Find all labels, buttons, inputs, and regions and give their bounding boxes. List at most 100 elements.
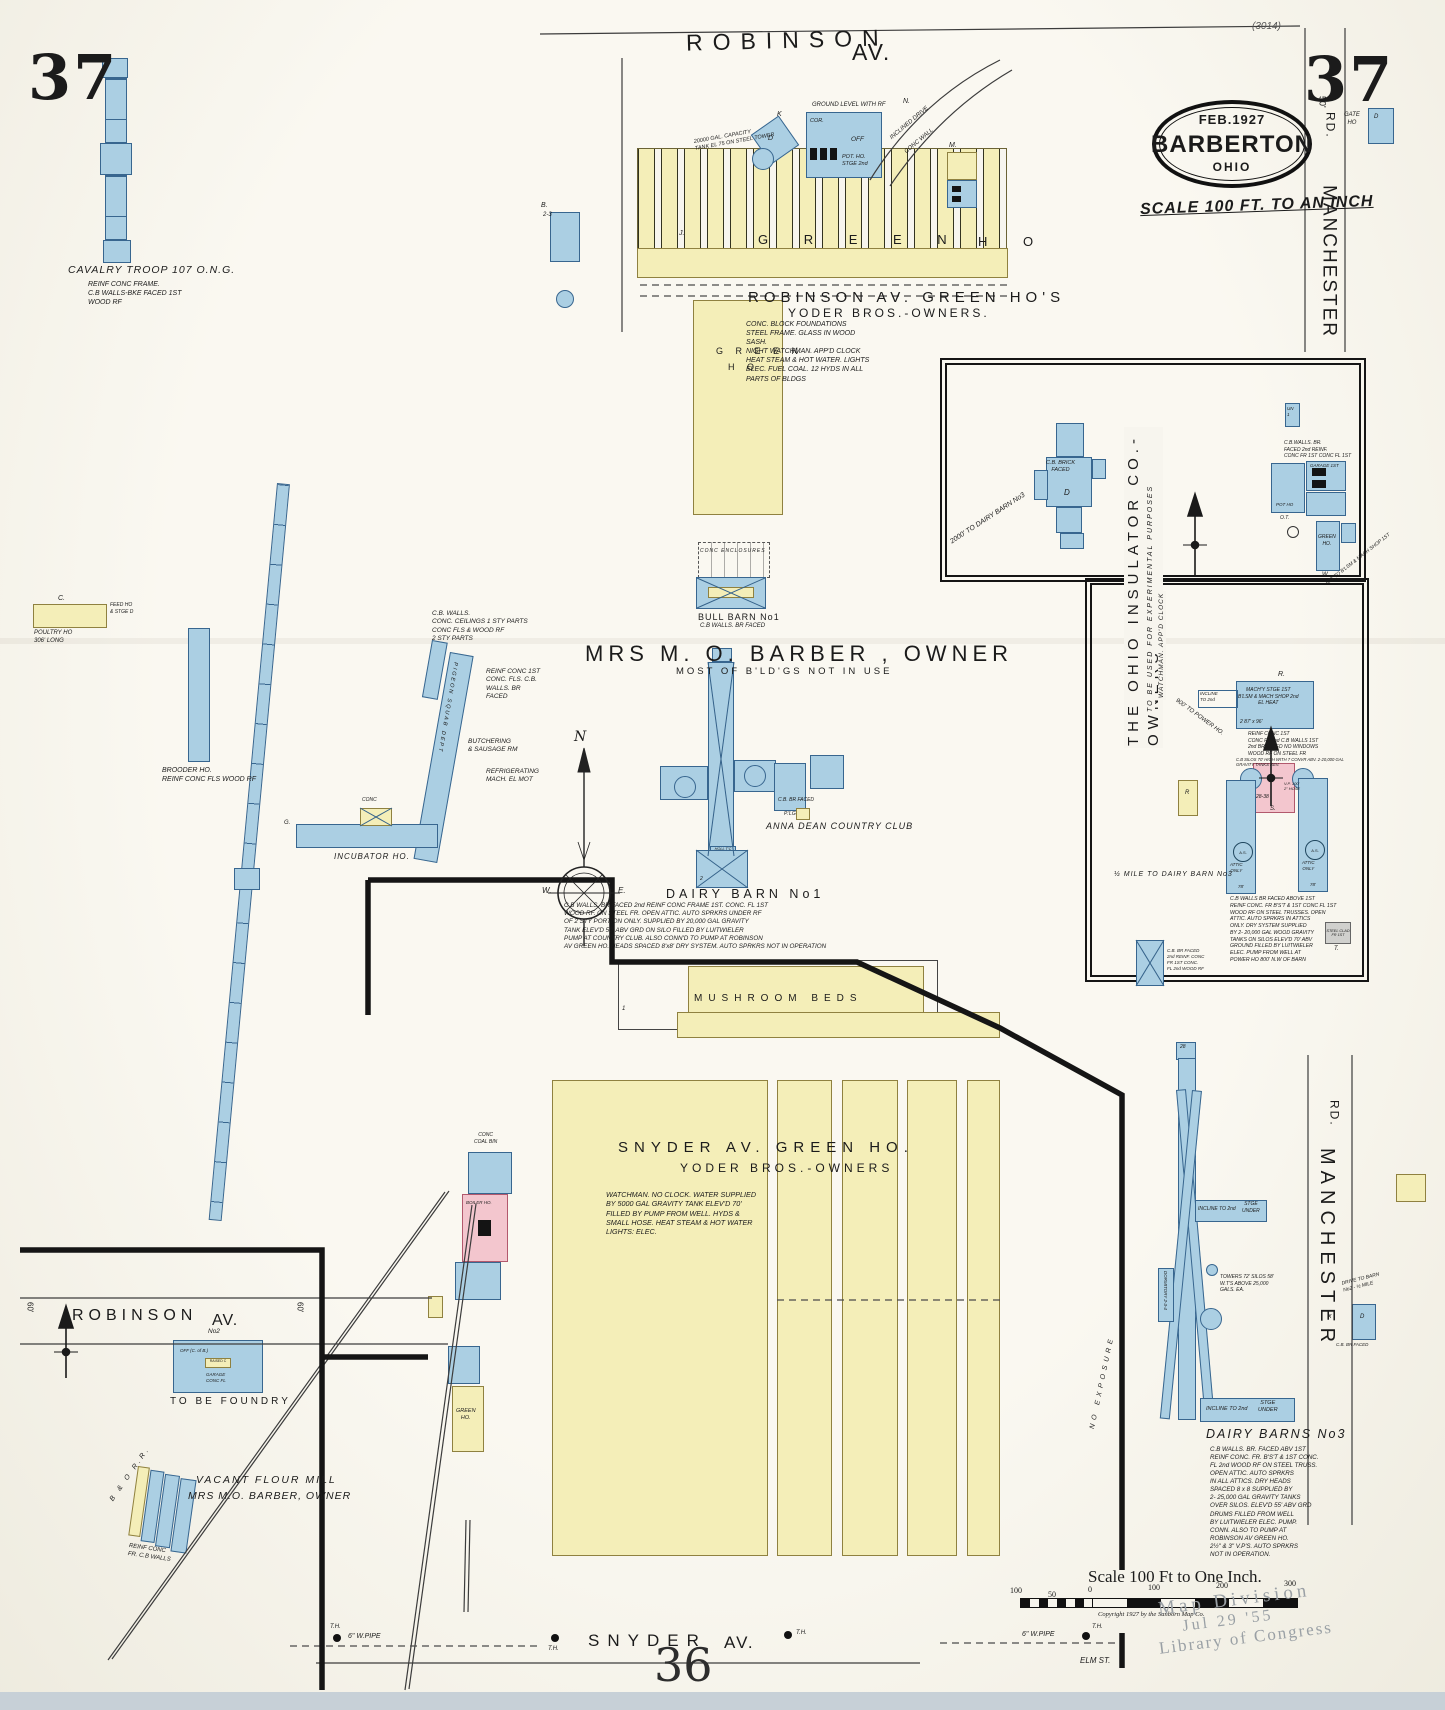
cb-walls-note: C.B. WALLS. CONC. CEILINGS 1 STY PARTS C… bbox=[432, 610, 528, 643]
snyder-gh-note: WATCHMAN. NO CLOCK. WATER SUPPLIED BY 50… bbox=[606, 1190, 757, 1237]
dairy1-silo-west bbox=[674, 776, 696, 798]
foundry-garage: GARAGE CONC FL bbox=[206, 1372, 226, 1383]
foundry-no2: No2 bbox=[208, 1328, 220, 1335]
auto-sprinkler-2: A.S. bbox=[1305, 840, 1325, 860]
window-bar-2 bbox=[820, 148, 827, 160]
dairy1-silo-east bbox=[744, 765, 766, 787]
green-ho-tall-building bbox=[693, 300, 783, 515]
cavalry-building-1 bbox=[102, 58, 128, 78]
to-be-foundry-label: TO BE FOUNDRY bbox=[170, 1396, 291, 1407]
gate-house-label: GATE HO bbox=[1344, 112, 1360, 126]
robinson-gh-title: ROBINSON AV. GREEN HO'S bbox=[748, 289, 1066, 306]
roadside-shed bbox=[1396, 1174, 1426, 1202]
garage-building-w bbox=[1271, 463, 1305, 513]
test-hole-3: T.H. bbox=[796, 1630, 807, 1636]
street-manchester-rd-bottom: RD. bbox=[1327, 1100, 1342, 1127]
dairy3-arm-upper bbox=[1195, 1200, 1267, 1222]
pot-ho-label: POT. HO. STGE 2nd bbox=[842, 154, 868, 168]
scale-bar-title: Scale 100 Ft to One Inch. bbox=[1088, 1567, 1262, 1586]
tall-greenhouse-label-1: G R E E N bbox=[716, 346, 804, 356]
country-club-building-1 bbox=[774, 763, 806, 811]
wing-length-2: 78' bbox=[1310, 882, 1316, 887]
dairy-barn2-wing-w bbox=[1226, 780, 1256, 894]
incubator-house-building bbox=[296, 824, 438, 848]
scale-tick-100w: 100 bbox=[1010, 1586, 1022, 1595]
snyder-small-green-ho-label: GREEN HO. bbox=[456, 1408, 476, 1422]
r-building bbox=[1178, 780, 1198, 816]
bldg-letter-j: J. bbox=[679, 230, 685, 237]
conc-enclosures-label: CONC ENCLOSURES bbox=[700, 548, 766, 554]
foundry-off: OFF (C. of B.) bbox=[180, 1348, 209, 1353]
incline-label: INCLINE TO 2nd bbox=[1200, 691, 1218, 702]
dairy3-tank-large bbox=[1200, 1308, 1222, 1330]
butchering-note: BUTCHERING & SAUSAGE RM bbox=[468, 738, 518, 754]
bull-barn-title: BULL BARN No1 bbox=[698, 612, 780, 622]
half-mile-note: ½ MILE TO DAIRY BARN No3 bbox=[1114, 871, 1233, 878]
street-manchester-rd-top: RD. bbox=[1323, 112, 1338, 139]
k-building-d: D bbox=[768, 135, 774, 142]
robinson-gh-owner: YODER BROS.-OWNERS. bbox=[788, 306, 990, 320]
conc-enclosures bbox=[698, 542, 770, 578]
title-oval: FEB.1927 BARBERTON OHIO bbox=[1151, 100, 1312, 188]
inset-stge bbox=[1341, 523, 1356, 543]
mushroom-one: 1 bbox=[622, 1006, 626, 1012]
poultry-c-label: C. bbox=[58, 595, 65, 602]
cor-label: COR. bbox=[810, 118, 824, 124]
water-pipe-east: 6" W.PIPE bbox=[1022, 1631, 1055, 1638]
gate-house-d: D bbox=[1374, 114, 1379, 120]
tall-greenhouse-label-2: H O bbox=[728, 362, 760, 372]
copyright-line: Copyright 1927 by the Sanborn Map Co. bbox=[1098, 1611, 1205, 1618]
sheet-number-left: 37 bbox=[28, 41, 119, 114]
street-robinson-bottom: ROBINSON bbox=[72, 1307, 198, 1324]
pot-ho-inset-label: POT HO bbox=[1276, 502, 1294, 507]
country-club-cb: C.B. BR FACED bbox=[778, 797, 815, 803]
b-building-letter: B. bbox=[541, 202, 548, 209]
un-building bbox=[1285, 403, 1300, 427]
garage-building-se bbox=[1306, 492, 1346, 516]
ground-level-note: GROUND LEVEL WITH RF bbox=[812, 102, 886, 108]
dairy3-28: 28 bbox=[1180, 1044, 1186, 1050]
m-window-1 bbox=[952, 186, 961, 192]
silos-note: C.B SILOS 70' HIGH WITH 7 CONVR ABV. 2-2… bbox=[1236, 757, 1344, 768]
boiler-house-label: BOILER HO. bbox=[466, 1200, 492, 1205]
dairy3-stge-upper: STGE UNDER bbox=[1242, 1201, 1260, 1214]
test-hole-4: T.H. bbox=[1092, 1624, 1103, 1630]
compass-e: E. bbox=[618, 886, 626, 895]
small-shed-1 bbox=[428, 1296, 443, 1318]
street-robinson-top-av: AV. bbox=[852, 39, 892, 65]
cavalry-building-5 bbox=[103, 240, 131, 263]
incubator-house-label: INCUBATOR HO. bbox=[334, 852, 410, 861]
dairy3-towers-note: TOWERS 72' SILOS 58' W.T'S ABOVE 25,000 … bbox=[1220, 1274, 1274, 1293]
adjacent-sheet-36: 36 bbox=[654, 1638, 713, 1692]
street-manchester-top: MANCHESTER bbox=[1318, 185, 1340, 339]
s-label: S. bbox=[1270, 806, 1276, 812]
scale-bar-right bbox=[1092, 1598, 1298, 1608]
machine-shop-dims: 2 87' x 96' bbox=[1240, 719, 1263, 725]
small-shed-2 bbox=[448, 1346, 480, 1384]
foundry-raised-c: RAISED C bbox=[205, 1358, 231, 1368]
snyder-gh-owner: YODER BROS.-OWNERS bbox=[680, 1161, 894, 1175]
cavalry-building-4 bbox=[105, 175, 127, 240]
oil-tank-label: O.T. bbox=[1280, 515, 1290, 521]
refrigerating-note: REFRIGERATING MACH. EL MOT bbox=[486, 768, 539, 784]
snyder-strip-4 bbox=[967, 1080, 1000, 1556]
street-manchester-bottom: MANCHESTER bbox=[1316, 1148, 1338, 1349]
title-state: OHIO bbox=[1212, 160, 1252, 175]
dairy3-arm-lower bbox=[1200, 1398, 1295, 1422]
m-building-letter: M. bbox=[949, 142, 957, 149]
dairy-barn2-wing-e bbox=[1298, 778, 1328, 892]
bull-barn-sub: C.B WALLS. BR FACED bbox=[700, 623, 766, 629]
barn2-drive-cb: C.B. BR FACED bbox=[1336, 1342, 1369, 1347]
snyder-strip-3 bbox=[907, 1080, 957, 1556]
poultry-house-building bbox=[33, 604, 107, 628]
inset-box-2 bbox=[1085, 578, 1369, 982]
country-club-porch bbox=[796, 808, 810, 820]
inset-green-ho bbox=[1316, 521, 1340, 571]
silo-dims: 28-38 bbox=[1256, 794, 1269, 800]
water-pipe-west: 6" W.PIPE bbox=[348, 1633, 381, 1640]
dairy3-note: C.B WALLS. BR. FACED ABV 1ST REINF CONC.… bbox=[1210, 1446, 1319, 1558]
dairy3-dormitory-label: DORMITORY 2-3-4 bbox=[1162, 1271, 1168, 1310]
poultry-house-label: POULTRY HO 306' LONG bbox=[34, 630, 73, 644]
